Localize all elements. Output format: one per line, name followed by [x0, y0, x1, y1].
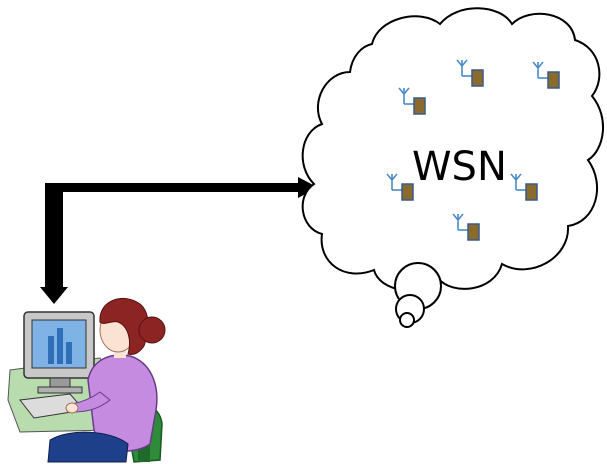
person-hair-bun	[138, 316, 166, 344]
connection-arrows	[40, 177, 318, 304]
arrow-line-vertical	[45, 183, 63, 289]
sensor-nodes	[386, 59, 560, 241]
person-hair	[99, 297, 149, 355]
sensor-node-icon	[452, 213, 480, 241]
monitor	[23, 311, 95, 394]
sensor-node-icon	[532, 61, 560, 89]
person-legs	[47, 431, 129, 463]
sensor-node-icon	[386, 173, 414, 201]
person-hand	[65, 402, 79, 414]
cloud-shape	[301, 7, 605, 292]
wsn-label: WSN	[412, 144, 507, 190]
thought-bubble-small	[399, 312, 415, 328]
sensor-node-icon	[510, 173, 538, 201]
arrow-line-horizontal	[45, 183, 300, 192]
user-at-computer-icon	[7, 297, 166, 463]
arrow-head-down-icon	[40, 287, 68, 304]
sensor-node-icon	[456, 59, 484, 87]
arrow-head-right-icon	[298, 177, 318, 198]
sensor-node-icon	[398, 87, 426, 115]
thought-cloud-icon: WSN	[301, 7, 605, 328]
